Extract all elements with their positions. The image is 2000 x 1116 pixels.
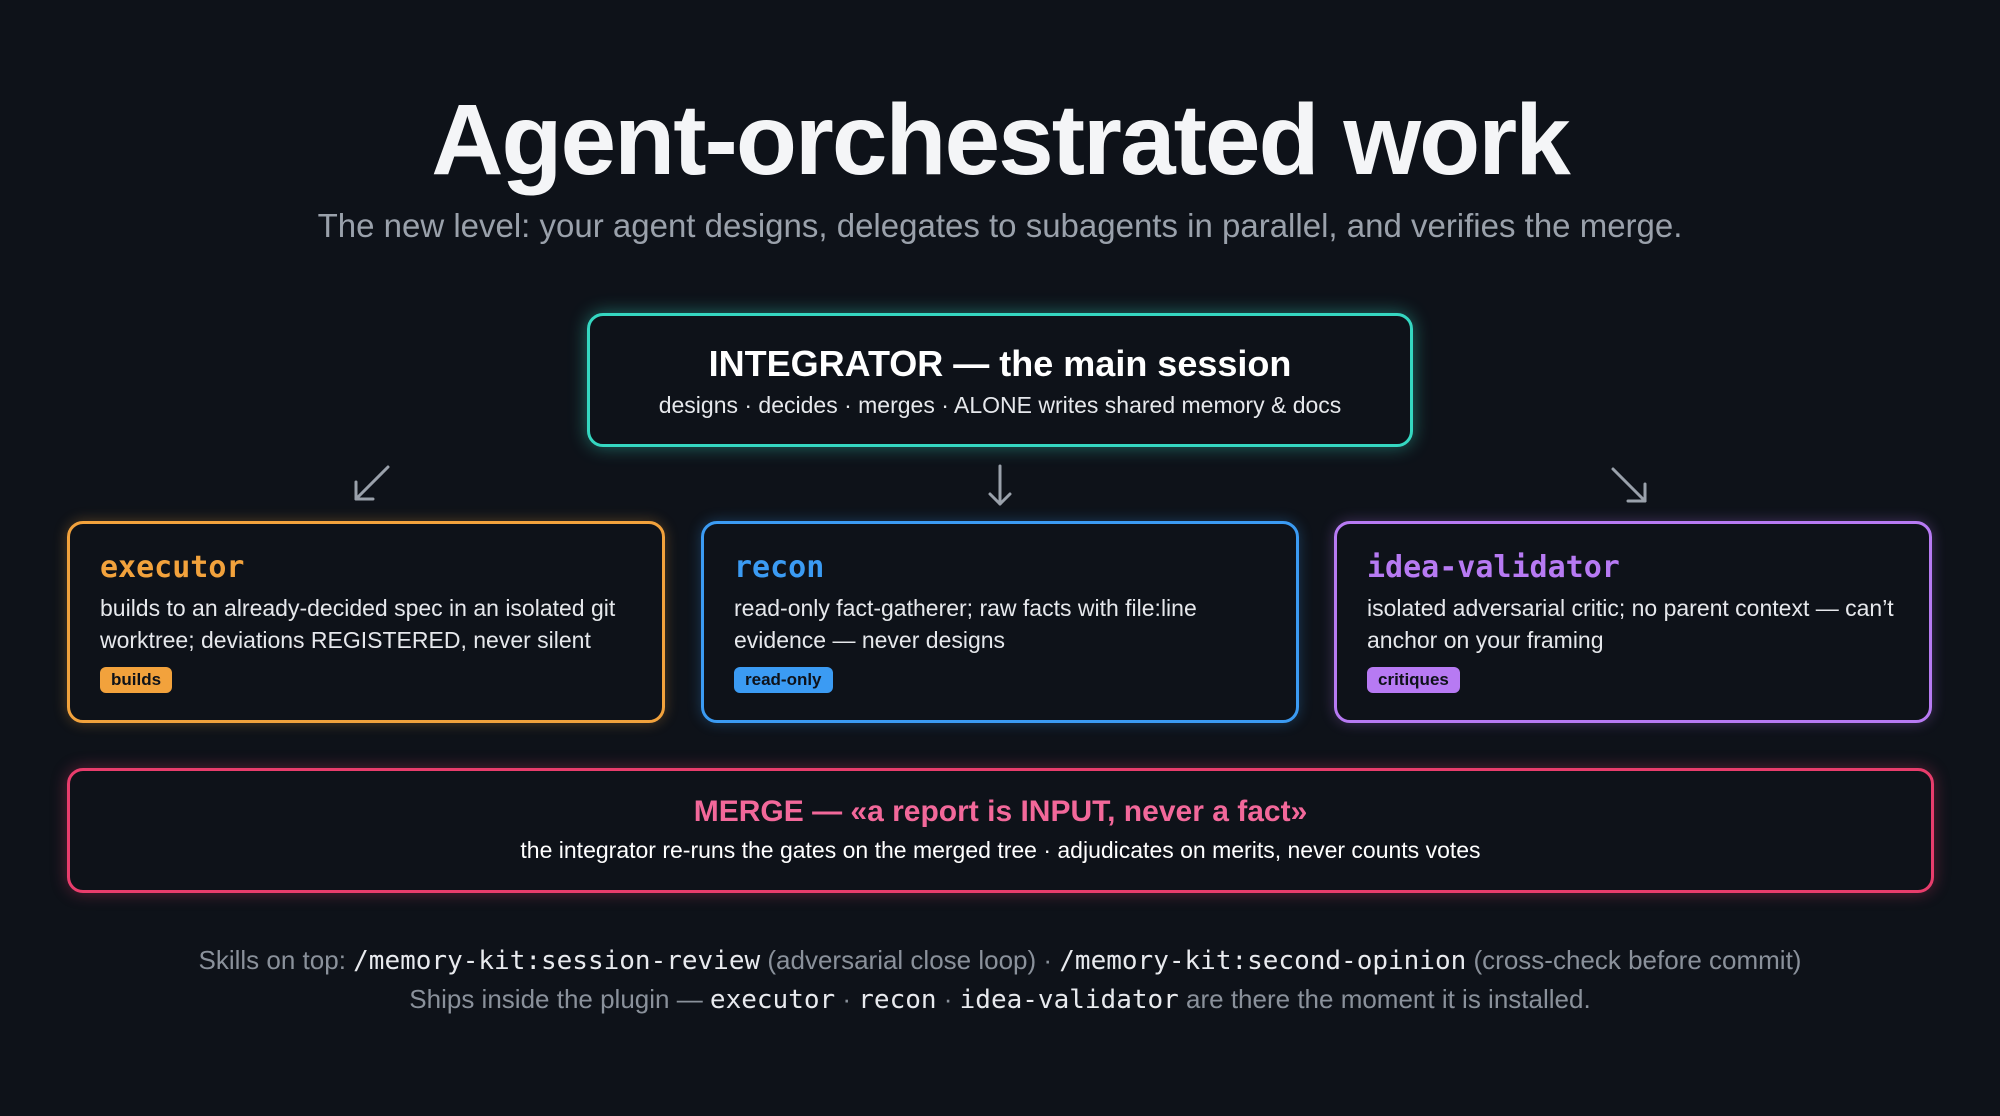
executor-box: executor builds to an already-decided sp…: [67, 521, 665, 723]
merge-box: MERGE — «a report is INPUT, never a fact…: [67, 768, 1934, 893]
integrator-box: INTEGRATOR — the main session designs · …: [587, 313, 1413, 447]
recon-description: read-only fact-gatherer; raw facts with …: [734, 595, 1197, 653]
second-opinion-command: /memory-kit:second-opinion: [1059, 946, 1467, 976]
executor-name: executor: [100, 550, 245, 585]
arrow-down-left-icon: [347, 460, 395, 508]
footer-plugin-line: Ships inside the plugin — executor · rec…: [0, 982, 2000, 1017]
footer-plugin-prefix: Ships inside the plugin —: [409, 984, 710, 1014]
session-review-note: (adversarial close loop) ·: [760, 945, 1060, 975]
footer-separator: ·: [936, 984, 960, 1014]
arrow-down-icon: [976, 462, 1024, 510]
second-opinion-note: (cross-check before commit): [1466, 945, 1802, 975]
recon-name: recon: [734, 550, 825, 585]
idea-validator-box: idea-validator isolated adversarial crit…: [1334, 521, 1932, 723]
page-subtitle: The new level: your agent designs, deleg…: [317, 207, 1683, 244]
footer-plugin-suffix: are there the moment it is installed.: [1178, 984, 1591, 1014]
footer-agent-executor: executor: [709, 985, 836, 1015]
footer-agent-recon: recon: [858, 985, 937, 1015]
integrator-description: designs · decides · merges · ALONE write…: [658, 392, 1342, 418]
merge-description: the integrator re-runs the gates on the …: [520, 837, 1481, 863]
executor-tag: builds: [100, 667, 173, 693]
recon-tag: read-only: [734, 667, 833, 693]
idea-validator-description: isolated adversarial critic; no parent c…: [1367, 595, 1894, 653]
footer-skills-prefix: Skills on top:: [198, 945, 354, 975]
footer-skills-line: Skills on top: /memory-kit:session-revie…: [0, 943, 2000, 978]
arrow-down-right-icon: [1606, 462, 1654, 510]
merge-title: MERGE — «a report is INPUT, never a fact…: [693, 795, 1308, 828]
session-review-command: /memory-kit:session-review: [353, 946, 761, 976]
idea-validator-tag: critiques: [1367, 667, 1460, 693]
idea-validator-name: idea-validator: [1367, 550, 1620, 585]
footer-separator: ·: [835, 984, 859, 1014]
footer-agent-idea-validator: idea-validator: [959, 985, 1179, 1015]
page-title: Agent-orchestrated work: [431, 84, 1571, 196]
integrator-title: INTEGRATOR — the main session: [708, 343, 1292, 384]
recon-box: recon read-only fact-gatherer; raw facts…: [701, 521, 1299, 723]
executor-description: builds to an already-decided spec in an …: [100, 595, 616, 653]
